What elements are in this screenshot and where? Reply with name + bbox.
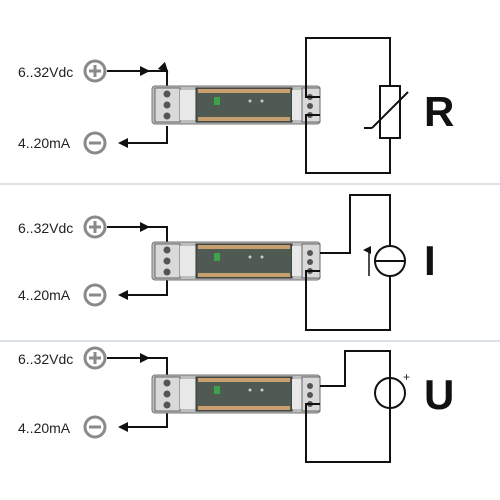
thermistor-icon <box>364 85 409 139</box>
plus-circle-icon <box>83 346 107 370</box>
sensor-wire <box>320 194 391 254</box>
minus-circle-icon <box>83 283 107 307</box>
section-letter: I <box>424 237 436 284</box>
supply-voltage-label: 6..32Vdc <box>18 351 73 367</box>
output-signal-label: 4..20mA <box>18 420 71 436</box>
section-resistance: 6..32Vdc 4..20mA <box>18 37 454 174</box>
signal-wire <box>118 413 168 432</box>
minus-circle-icon <box>83 415 107 439</box>
plus-circle-icon <box>83 59 107 83</box>
current-source-icon <box>363 245 406 277</box>
signal-wire <box>118 280 168 300</box>
supply-wire <box>107 226 168 244</box>
output-signal-label: 4..20mA <box>18 135 71 151</box>
supply-wire <box>107 357 168 377</box>
sensor-wire <box>305 270 391 331</box>
supply-voltage-label: 6..32Vdc <box>18 220 73 236</box>
sensor-wire <box>305 37 391 98</box>
supply-wire <box>107 61 169 88</box>
output-signal-label: 4..20mA <box>18 287 71 303</box>
transmitter-module <box>151 374 321 414</box>
sensor-wire <box>305 403 391 463</box>
sensor-wire <box>320 350 391 387</box>
section-voltage: 6..32Vdc 4..20mA <box>18 346 454 463</box>
section-current: 6..32Vdc 4..20mA <box>18 194 436 331</box>
section-letter: R <box>424 88 454 135</box>
section-letter: U <box>424 371 454 418</box>
plus-circle-icon <box>83 215 107 239</box>
voltage-source-icon <box>374 377 406 409</box>
signal-wire <box>118 126 168 148</box>
transmitter-module <box>151 85 321 125</box>
supply-voltage-label: 6..32Vdc <box>18 64 73 80</box>
polarity-mark: + <box>403 370 410 384</box>
sensor-wire <box>305 114 391 174</box>
transmitter-module <box>151 241 321 281</box>
minus-circle-icon <box>83 131 107 155</box>
